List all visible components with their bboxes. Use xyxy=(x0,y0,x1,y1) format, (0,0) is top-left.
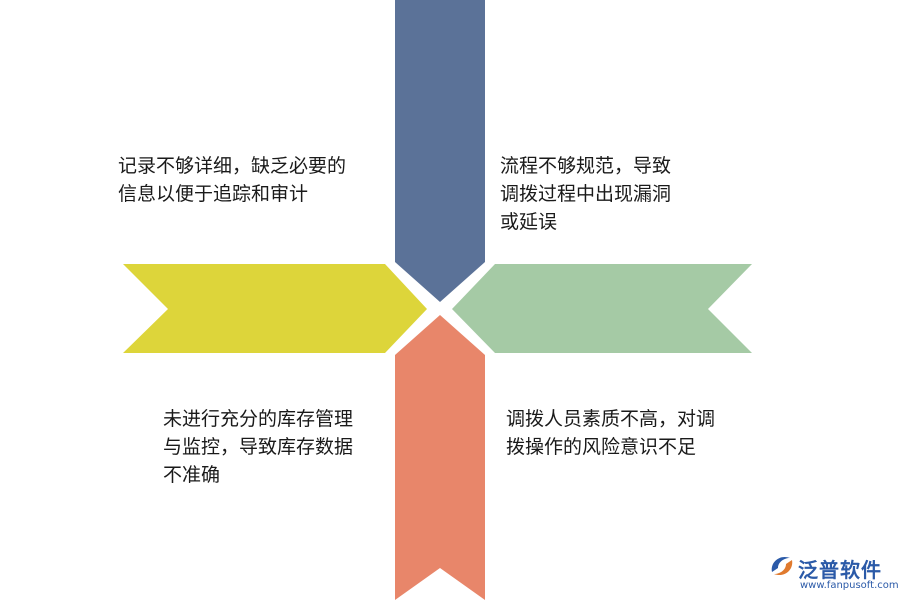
text-bottom-left: 未进行充分的库存管理 与监控，导致库存数据 不准确 xyxy=(163,405,353,489)
text-top-right: 流程不够规范，导致 调拨过程中出现漏洞 或延误 xyxy=(500,152,671,236)
text-bottom-right-line-1: 调拨人员素质不高，对调 xyxy=(506,408,716,430)
brand-name: 泛普软件 xyxy=(798,558,882,582)
brand-url: www.fanpusoft.com xyxy=(800,580,899,591)
text-top-left-line-2: 信息以便于追踪和审计 xyxy=(118,183,309,205)
text-bottom-right-line-2: 拨操作的风险意识不足 xyxy=(506,436,697,458)
text-top-left: 记录不够详细，缺乏必要的 信息以便于追踪和审计 xyxy=(118,152,346,208)
text-bottom-left-line-1: 未进行充分的库存管理 xyxy=(163,408,354,430)
brand-logo: 泛普软件 www.fanpusoft.com xyxy=(768,552,899,598)
text-top-right-line-2: 调拨过程中出现漏洞 xyxy=(500,183,672,205)
text-bottom-left-line-3: 不准确 xyxy=(163,464,221,486)
arrow-left xyxy=(123,264,427,353)
text-top-right-line-3: 或延误 xyxy=(500,211,558,233)
text-top-left-line-1: 记录不够详细，缺乏必要的 xyxy=(118,155,347,177)
arrow-right xyxy=(452,264,752,353)
fanpu-logo-icon xyxy=(771,556,793,576)
text-bottom-left-line-2: 与监控，导致库存数据 xyxy=(163,436,354,458)
arrow-top xyxy=(395,0,485,302)
text-bottom-right: 调拨人员素质不高，对调 拨操作的风险意识不足 xyxy=(506,405,715,461)
arrow-bottom xyxy=(395,315,485,600)
text-top-right-line-1: 流程不够规范，导致 xyxy=(500,155,672,177)
